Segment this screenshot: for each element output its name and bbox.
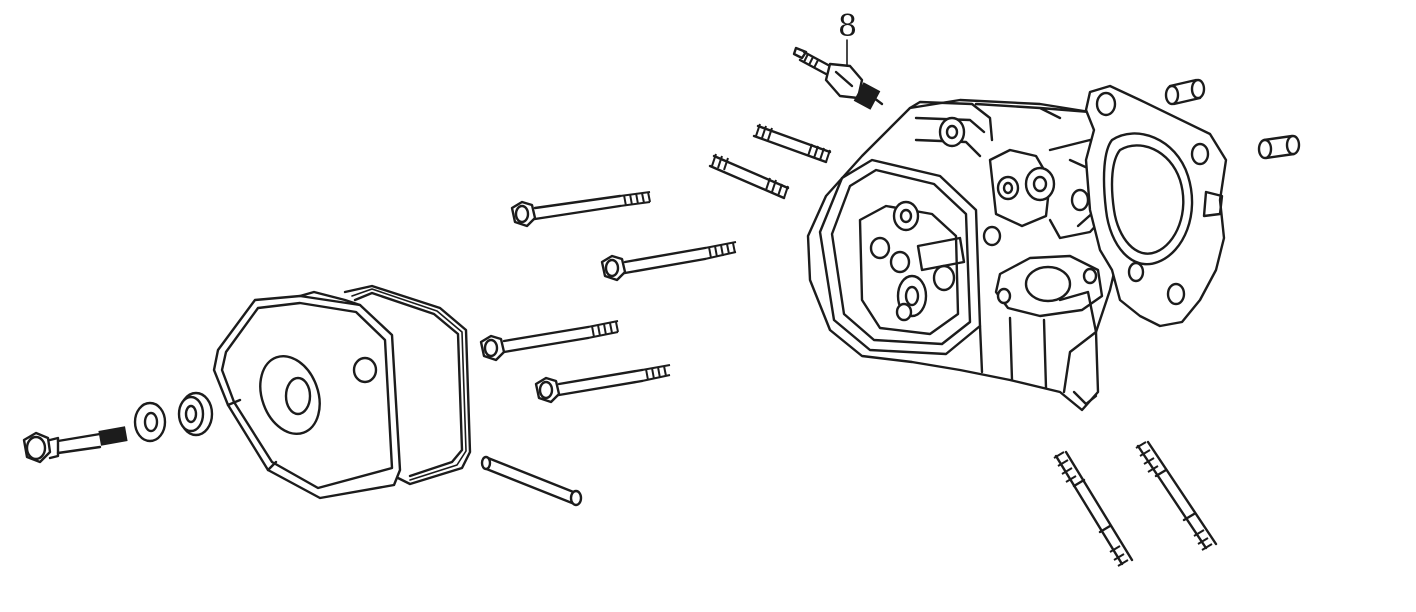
stud-lower-1: [1053, 450, 1134, 567]
flat-washer: [133, 401, 167, 443]
callout-8: 8: [838, 9, 857, 67]
valve-cover-gasket: [343, 284, 472, 486]
head-bolt-4: [534, 364, 671, 404]
stud-upper-2: [708, 153, 790, 200]
head-gasket: [1084, 84, 1228, 328]
stud-lower-2: [1135, 440, 1218, 551]
spark-plug: [792, 46, 884, 110]
valve-cover: [212, 290, 402, 500]
callout-8-label: 8: [838, 9, 857, 44]
head-bolt-2: [600, 241, 737, 282]
dowel-sleeve-2: [1257, 134, 1301, 160]
cylinder-head: [806, 98, 1126, 412]
grommet-washer: [177, 391, 214, 437]
cover-bolt: [22, 426, 128, 464]
dowel-pin: [480, 455, 583, 507]
head-bolt-3: [479, 320, 619, 362]
stud-upper-1: [752, 123, 832, 164]
dowel-sleeve-1: [1164, 78, 1206, 106]
head-bolt-1: [510, 191, 651, 228]
